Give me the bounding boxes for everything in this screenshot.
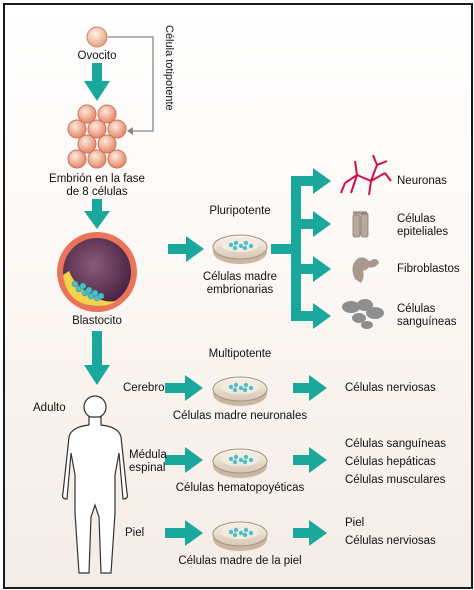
diagram-frame: Ovocito Célula totipotente Embrión en la…: [3, 3, 473, 589]
arrow-hematopoietic-dish-to-outcomes: [293, 447, 327, 473]
arrow-blastocyst-to-embryonic-dish: [168, 236, 204, 262]
skin-stem-cell-dish: [212, 521, 268, 551]
pluripotent-branches: [291, 168, 331, 329]
outcome-skin-1: Células nerviosas: [345, 535, 436, 547]
arrow-embryo-to-blastocyst: [84, 199, 110, 229]
label-skin-stem: Células madre de la piel: [178, 555, 302, 567]
hematopoietic-dish: [212, 448, 268, 478]
label-adult: Adulto: [33, 402, 66, 414]
arrow-brain-to-neural-dish: [165, 375, 203, 401]
label-embryo-line1: Embrión en la fase: [49, 173, 145, 185]
label-multipotent: Multipotente: [208, 348, 272, 360]
label-hematopoietic: Células hematopoyéticas: [175, 482, 305, 494]
totipotent-bracket: [108, 36, 154, 132]
label-embryonic-stem-2: embrionarias: [206, 284, 274, 296]
eight-cell-embryo: [67, 104, 127, 169]
adult-human-figure: [61, 395, 129, 574]
label-epithelial-2: epiteliales: [397, 226, 449, 238]
arrow-marrow-to-hematopoietic-dish: [165, 447, 203, 473]
label-epithelial-1: Células: [397, 213, 436, 225]
label-neural-stem: Células madre neuronales: [172, 410, 308, 422]
neuron-cells: [340, 154, 392, 196]
label-source-spinal-1: Médula: [129, 449, 167, 461]
label-source-skin: Piel: [125, 527, 145, 539]
label-embryonic-stem-1: Células madre: [202, 271, 278, 283]
blood-cells: [342, 299, 384, 329]
label-blood-2: sanguíneas: [397, 316, 457, 328]
outcome-brain-0: Células nerviosas: [345, 382, 436, 394]
label-blastocyst: Blastocito: [72, 315, 122, 327]
embryonic-stem-cell-dish: [212, 234, 268, 264]
label-oocyte: Ovocito: [77, 50, 117, 62]
outcome-spinal-0: Células sanguíneas: [345, 438, 447, 450]
label-source-brain: Cerebro: [123, 382, 165, 394]
outcome-skin-0: Piel: [345, 517, 365, 529]
label-embryo-line2: de 8 células: [66, 186, 128, 198]
arrow-skin-dish-to-outcomes: [293, 520, 327, 546]
label-source-spinal-2: espinal: [129, 462, 166, 474]
oocyte-cell: [86, 26, 108, 48]
arrow-blastocyst-to-adult: [84, 331, 110, 385]
label-totipotent: Célula totipotente: [163, 25, 175, 111]
neural-stem-cell-dish: [212, 376, 268, 406]
blastocyst: [57, 232, 137, 312]
diagram-graphics: [57, 26, 392, 574]
epithelial-cells: [352, 210, 369, 238]
arrow-dish-to-branches: [271, 244, 293, 254]
arrow-oocyte-to-embryo: [84, 63, 110, 101]
outcome-spinal-1: Células hepáticas: [345, 456, 436, 468]
label-pluripotent: Pluripotente: [209, 205, 271, 217]
arrow-neural-dish-to-outcomes: [293, 375, 327, 401]
fibroblast-cells: [352, 257, 379, 283]
arrow-skin-to-skin-dish: [165, 520, 203, 546]
outcome-spinal-2: Células musculares: [345, 474, 446, 486]
label-fibroblasts: Fibroblastos: [397, 263, 460, 275]
label-neurons: Neuronas: [397, 175, 447, 187]
label-blood-1: Células: [397, 303, 436, 315]
